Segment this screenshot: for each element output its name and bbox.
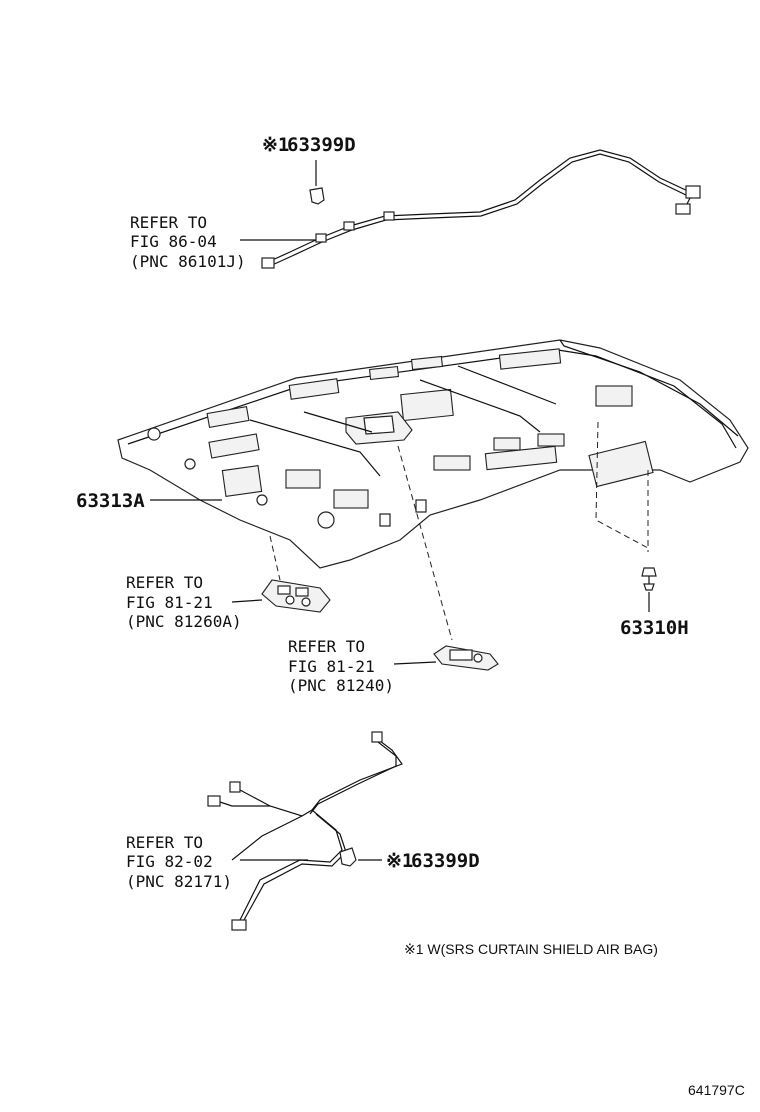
harness-top-line1: REFER TO xyxy=(130,213,207,232)
clip-top-mark: ※1 xyxy=(262,134,289,156)
lamp-room-line2: FIG 81-21 xyxy=(288,657,375,676)
lamp-room-line3: (PNC 81240) xyxy=(288,676,394,695)
headliner-part-number: 63313A xyxy=(76,490,145,512)
lamp-front-line1: REFER TO xyxy=(126,573,203,592)
harness-bottom-line1: REFER TO xyxy=(126,833,203,852)
clip-63399d-bottom xyxy=(339,847,382,867)
footnote: ※1 W(SRS CURTAIN SHIELD AIR BAG) xyxy=(404,941,658,957)
lamp-front-line3: (PNC 81260A) xyxy=(126,612,242,631)
clip-top-part-number: 63399D xyxy=(287,134,356,156)
lamp-front-line2: FIG 81-21 xyxy=(126,593,213,612)
harness-top-line2: FIG 86-04 xyxy=(130,232,217,251)
clip-63399d-top xyxy=(309,160,325,205)
roof-wire-harness-bottom xyxy=(207,731,403,931)
clip-bottom-part-number: 63399D xyxy=(411,850,480,872)
roof-wire-harness-top xyxy=(261,149,701,269)
clip-right-part-number: 63310H xyxy=(620,617,689,639)
lamp-room-line1: REFER TO xyxy=(288,637,365,656)
figure-id: 641797C xyxy=(688,1082,745,1098)
harness-bottom-line3: (PNC 82171) xyxy=(126,872,232,891)
front-personal-lamp xyxy=(261,579,331,613)
harness-top-line3: (PNC 86101J) xyxy=(130,252,246,271)
clip-bottom-mark: ※1 xyxy=(386,850,413,872)
room-lamp xyxy=(433,645,499,671)
harness-bottom-line2: FIG 82-02 xyxy=(126,852,213,871)
clip-63310h xyxy=(641,567,657,612)
roof-headliner-63313a xyxy=(117,339,749,569)
